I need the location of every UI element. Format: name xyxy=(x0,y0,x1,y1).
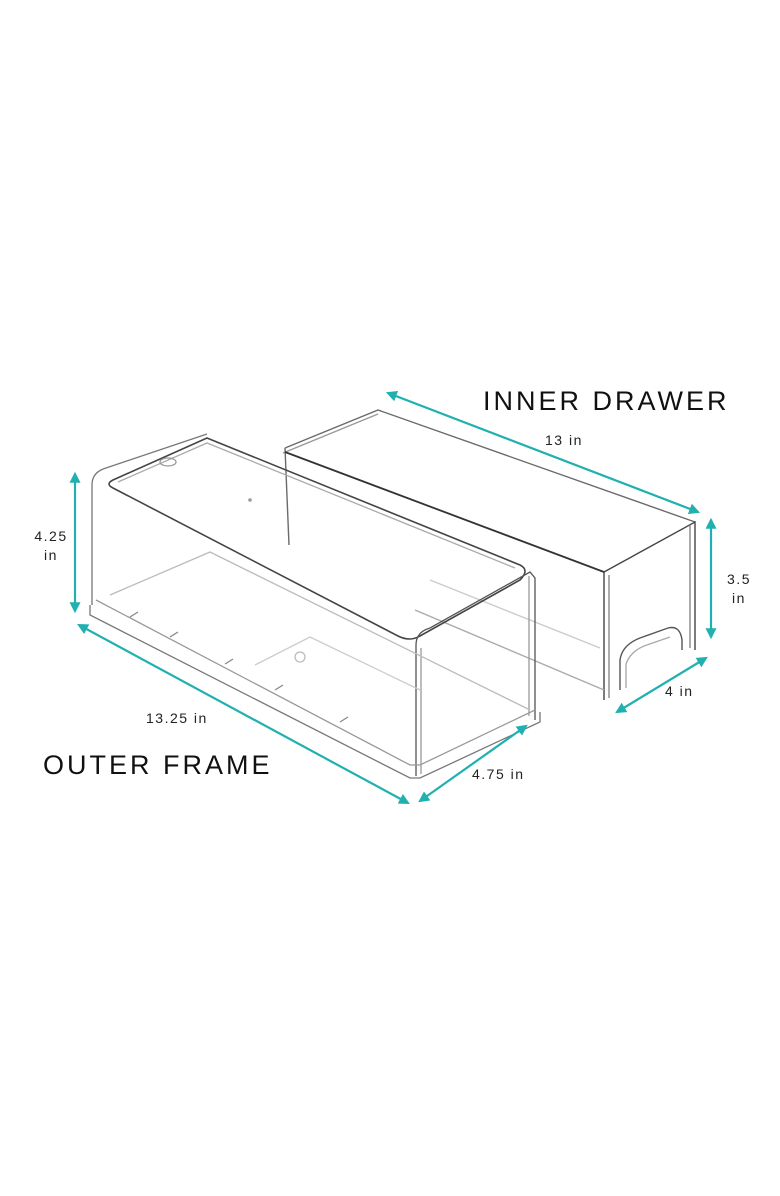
inner-length-label: 13 in xyxy=(545,432,583,448)
inner-height-value: 3.5 xyxy=(727,571,751,587)
arrow-outer-width xyxy=(418,724,528,803)
outer-height-unit: in xyxy=(44,547,58,563)
arrow-inner-length xyxy=(385,391,701,514)
inner-height-label: 3.5 in xyxy=(722,570,756,608)
inner-width-label: 4 in xyxy=(665,683,694,699)
arrow-inner-width xyxy=(615,656,708,714)
outer-frame-title: OUTER FRAME xyxy=(43,750,273,780)
inner-drawer-title: INNER DRAWER xyxy=(483,386,730,416)
outer-width-label: 4.75 in xyxy=(472,766,525,782)
dimension-arrows xyxy=(69,391,717,805)
outer-height-label: 4.25 in xyxy=(28,527,74,565)
outer-length-label: 13.25 in xyxy=(146,710,208,726)
arrow-outer-length xyxy=(77,623,410,805)
inner-drawer-illustration xyxy=(282,409,696,700)
outer-height-value: 4.25 xyxy=(34,528,68,544)
inner-height-unit: in xyxy=(732,590,746,606)
